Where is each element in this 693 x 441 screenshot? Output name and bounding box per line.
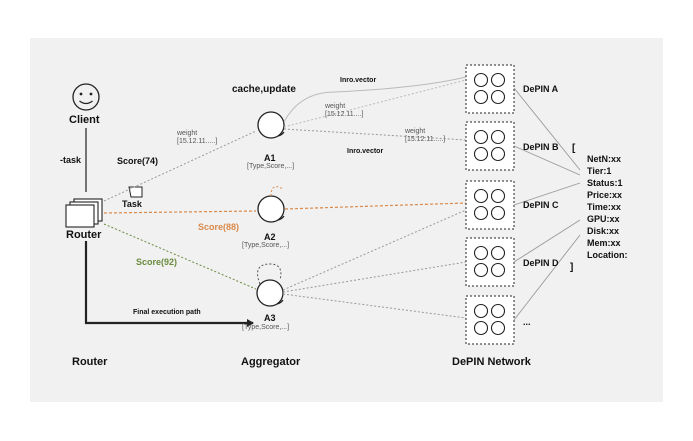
aggregator-a1-node: [257, 111, 285, 139]
weight-a1-label: weight [15.12.11.....]: [177, 130, 218, 145]
client-label: Client: [69, 114, 100, 126]
task-document-icon: [128, 186, 143, 198]
a1-depinA-weight-link: [283, 79, 467, 128]
final-path-label: Final execution path: [133, 309, 201, 316]
diagram-panel: [30, 38, 663, 402]
spec-close-bracket: ]: [570, 262, 574, 273]
weight-label-2: weight [15.12.11....]: [325, 103, 364, 118]
smiley-face-icon: [72, 83, 100, 111]
aggregator-a1-meta: [Type,Score,...]: [247, 163, 295, 170]
spec-field-5: GPU:xx: [587, 214, 620, 224]
depin-spec-connectors: [513, 87, 581, 321]
spec-field-4: Time:xx: [587, 202, 621, 212]
depin-node-b: [465, 121, 515, 171]
aggregator-a2-meta: [Type,Score,...]: [242, 242, 290, 249]
aggregator-a3-label: A3: [264, 313, 276, 323]
depin-a-label: DePIN A: [523, 84, 559, 94]
spec-open-bracket: [: [572, 143, 576, 154]
router-a2-link: [103, 210, 257, 214]
cache-update-label: cache,update: [232, 84, 296, 95]
document-stack-icon: [65, 198, 103, 228]
aggregator-a1-label: A1: [264, 153, 276, 163]
spec-field-6: Disk:xx: [587, 226, 620, 236]
score-a1-label: Score(74): [117, 156, 159, 166]
column-aggregator-label: Aggregator: [241, 356, 301, 368]
final-execution-path: [84, 241, 254, 327]
a2-depinC-link: [284, 202, 467, 210]
weight-label-3: weight [15.12.11.....]: [405, 128, 446, 143]
spec-field-3: Price:xx: [587, 190, 623, 200]
spec-field-2: Status:1: [587, 178, 623, 188]
a3-depinD-link: [282, 261, 467, 293]
spec-field-0: NetN:xx: [587, 154, 622, 164]
inro-vector-label-1: Inro.vector: [340, 77, 377, 84]
aggregator-a3-node: [256, 263, 284, 307]
inro-vector-label-2: Inro.vector: [347, 148, 384, 155]
depin-node-d: [465, 237, 515, 287]
task-doc-label: Task: [122, 199, 142, 209]
depin-c-label: DePIN C: [523, 200, 559, 210]
router-label: Router: [66, 229, 102, 241]
column-depin-label: DePIN Network: [452, 356, 531, 368]
aggregator-a2-label: A2: [264, 232, 276, 242]
task-arrow-label: -task: [60, 155, 82, 165]
score-a2-label: Score(88): [198, 222, 240, 232]
depin-node-more: [465, 295, 515, 345]
aggregator-a3-meta: [Type,Score,...]: [242, 324, 290, 331]
depin-node-a: [465, 64, 515, 114]
router-a3-link: [103, 223, 257, 290]
spec-field-8: Location:: [587, 250, 628, 260]
depin-node-c: [465, 180, 515, 230]
spec-field-1: Tier:1: [587, 166, 612, 176]
a3-depinE-link: [282, 293, 467, 319]
depin-more-label: ...: [523, 317, 531, 327]
a3-depinC-link: [282, 209, 467, 291]
spec-field-7: Mem:xx: [587, 238, 621, 248]
aggregator-a2-node: [257, 186, 285, 223]
depin-b-label: DePIN B: [523, 142, 559, 152]
a1-depinA-inro-link: [283, 76, 467, 123]
score-a3-label: Score(92): [136, 257, 178, 267]
depin-d-label: DePIN D: [523, 258, 559, 268]
column-router-label: Router: [72, 356, 108, 368]
